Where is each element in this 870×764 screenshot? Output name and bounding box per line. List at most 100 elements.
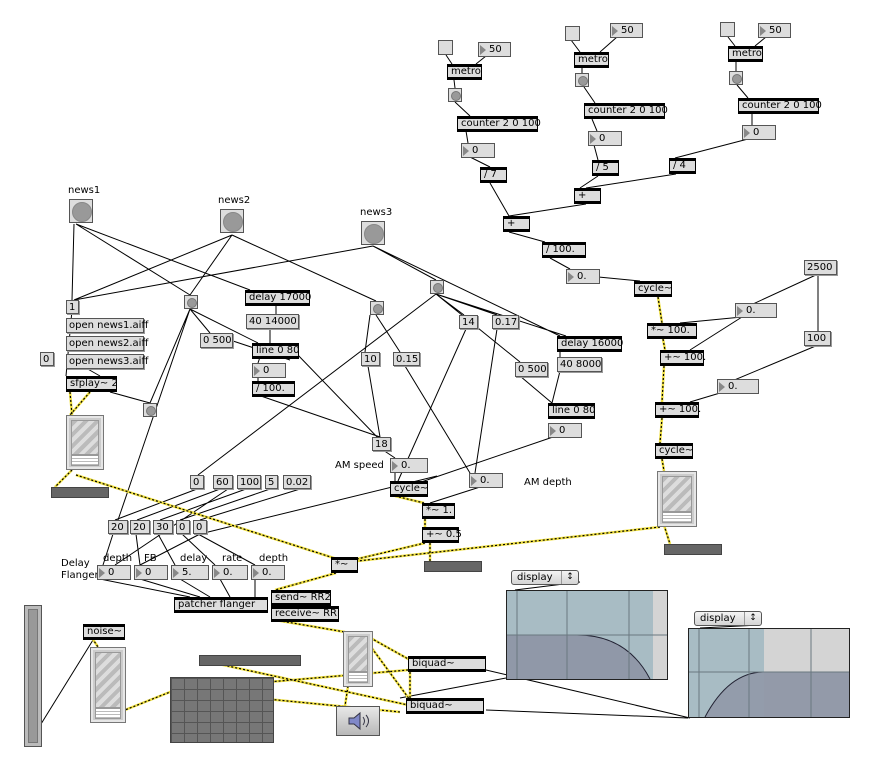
- slider-knob[interactable]: [662, 512, 692, 523]
- patcher-flanger[interactable]: patcher flanger: [174, 597, 268, 613]
- sum-result-number[interactable]: 0.: [566, 269, 600, 284]
- toggle-1[interactable]: [438, 40, 453, 55]
- param-fb[interactable]: 0: [134, 565, 168, 580]
- meter-am: [424, 561, 482, 572]
- slider-track: [348, 636, 368, 672]
- filtergraph-highpass[interactable]: [688, 628, 850, 718]
- target-msg-1[interactable]: 40 14000: [246, 314, 299, 329]
- mod-number-b[interactable]: 0.: [717, 379, 759, 394]
- slider-knob[interactable]: [95, 708, 121, 719]
- preset-a-1[interactable]: 60: [213, 475, 233, 489]
- bang-env1[interactable]: [184, 295, 198, 309]
- interval-number-2[interactable]: 50: [610, 23, 643, 38]
- mod-number-a[interactable]: 0.: [735, 303, 777, 318]
- interval-number-3[interactable]: 50: [758, 23, 791, 38]
- flanger-title-1: Delay: [61, 558, 90, 569]
- preset-b-2[interactable]: 30: [153, 520, 173, 534]
- preset-a-0[interactable]: 0: [190, 475, 204, 489]
- display-menu-2[interactable]: display↕: [694, 611, 762, 626]
- delay-17000: delay 17000: [245, 290, 311, 306]
- gain-slider-mid[interactable]: [343, 631, 373, 687]
- am-depth-label: AM depth: [524, 477, 572, 488]
- add-100-b: +~ 100.: [655, 402, 701, 418]
- preset-b-0[interactable]: 20: [108, 520, 128, 534]
- gain-slider-right[interactable]: [657, 471, 697, 527]
- speaker-button[interactable]: [336, 706, 380, 736]
- count-number-3[interactable]: 0: [742, 125, 776, 140]
- send-rr2: send~ RR2: [271, 590, 331, 606]
- gain-slider-noise[interactable]: [90, 647, 126, 723]
- param-label-depth-2: depth: [259, 553, 289, 564]
- mul-signal: *~: [331, 557, 358, 573]
- slider-knob[interactable]: [348, 672, 368, 683]
- ramp-msg-2[interactable]: 0 500: [515, 362, 548, 377]
- ramp-msg-1[interactable]: 0 500: [200, 333, 233, 348]
- news1-button[interactable]: [69, 199, 93, 223]
- counter-1: counter 2 0 100: [457, 116, 541, 132]
- updown-arrows-icon: ↕: [561, 571, 578, 584]
- menu-label: display: [700, 613, 736, 624]
- preset-a-2[interactable]: 100: [237, 475, 261, 489]
- msg-2500[interactable]: 2500: [804, 260, 837, 275]
- param-delay[interactable]: 5.: [171, 565, 209, 580]
- bang-env3[interactable]: [430, 280, 444, 294]
- msg-18[interactable]: 18: [372, 437, 391, 451]
- matrix-grid[interactable]: [170, 677, 274, 743]
- divide-100: / 100.: [542, 242, 586, 258]
- filtergraph-lowpass[interactable]: [506, 590, 668, 680]
- preset-a-3[interactable]: 5: [265, 475, 278, 489]
- metro-3: metro: [728, 46, 763, 62]
- preset-b-1[interactable]: 20: [130, 520, 150, 534]
- bang-end[interactable]: [143, 403, 157, 417]
- news2-button[interactable]: [220, 209, 244, 233]
- slider-knob[interactable]: [71, 455, 99, 466]
- news2-label: news2: [218, 195, 251, 206]
- msg-1[interactable]: 1: [66, 300, 79, 314]
- param-label-depth: depth: [103, 553, 133, 564]
- env2-value[interactable]: 0: [548, 423, 582, 438]
- toggle-2[interactable]: [565, 26, 580, 41]
- display-menu-1[interactable]: display↕: [511, 570, 579, 585]
- bang-2[interactable]: [575, 73, 589, 87]
- count-number-2[interactable]: 0: [588, 131, 622, 146]
- receive-rr: receive~ RR: [271, 606, 339, 622]
- param-depth-2[interactable]: 0.: [251, 565, 285, 580]
- cycle-2: cycle~: [655, 443, 693, 459]
- env1-value[interactable]: 0: [252, 363, 286, 378]
- msg-0-17[interactable]: 0.17: [492, 315, 519, 329]
- am-speed-number[interactable]: 0.: [390, 458, 428, 473]
- meter-left: [51, 487, 109, 498]
- vertical-slider[interactable]: [24, 605, 42, 747]
- open-news1-msg[interactable]: open news1.aiff: [66, 318, 148, 333]
- open-news2-msg[interactable]: open news2.aiff: [66, 336, 148, 351]
- bang-3[interactable]: [729, 71, 743, 85]
- interval-number-1[interactable]: 50: [478, 42, 511, 57]
- msg-0[interactable]: 0: [40, 352, 54, 366]
- divide-4: / 4: [669, 158, 696, 174]
- mul-100: *~ 100.: [647, 323, 697, 339]
- preset-b-4[interactable]: 0: [193, 520, 207, 534]
- preset-a-4[interactable]: 0.02: [283, 475, 311, 489]
- news3-button[interactable]: [361, 221, 385, 245]
- toggle-3[interactable]: [720, 22, 735, 37]
- preset-b-3[interactable]: 0: [176, 520, 190, 534]
- bang-env2[interactable]: [370, 301, 384, 315]
- count-number-1[interactable]: 0: [461, 143, 495, 158]
- msg-0-15[interactable]: 0.15: [393, 352, 420, 366]
- counter-3: counter 2 0 100: [738, 98, 822, 114]
- param-depth[interactable]: 0: [97, 565, 131, 580]
- am-speed-label: AM speed: [335, 460, 384, 471]
- news3-label: news3: [360, 207, 393, 218]
- param-rate[interactable]: 0.: [212, 565, 248, 580]
- param-label-delay: delay: [180, 553, 208, 564]
- open-news3-msg[interactable]: open news3.aiff: [66, 354, 148, 369]
- msg-100[interactable]: 100: [804, 331, 831, 346]
- msg-10[interactable]: 10: [361, 352, 380, 366]
- am-depth-number[interactable]: 0.: [469, 473, 503, 488]
- plus-1: +: [574, 188, 601, 204]
- gain-slider-left[interactable]: [66, 415, 104, 470]
- bang-1[interactable]: [448, 88, 462, 102]
- msg-14[interactable]: 14: [459, 315, 478, 329]
- target-msg-2[interactable]: 40 8000: [557, 357, 602, 372]
